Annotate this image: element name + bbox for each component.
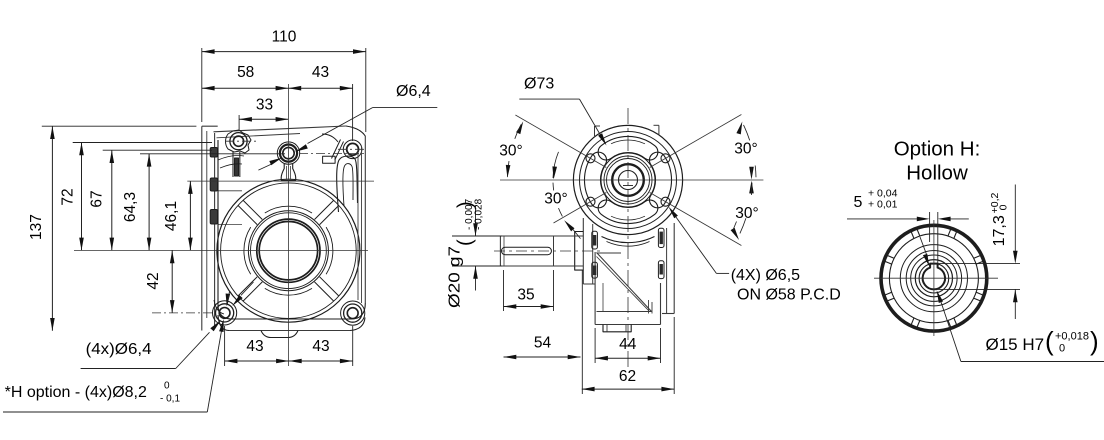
- svg-text:62: 62: [619, 368, 636, 385]
- svg-text:0: 0: [1059, 343, 1065, 355]
- svg-text:44: 44: [619, 336, 637, 353]
- svg-text:Ø15 H7: Ø15 H7: [986, 335, 1045, 354]
- svg-text:- 0,028: - 0,028: [474, 198, 485, 230]
- svg-text:(: (: [455, 239, 477, 246]
- svg-text:(: (: [1045, 326, 1054, 356]
- svg-text:Ø73: Ø73: [524, 75, 554, 92]
- svg-text:72: 72: [60, 188, 77, 205]
- svg-text:ON Ø58 P.C.D: ON Ø58 P.C.D: [737, 286, 841, 303]
- svg-text:43: 43: [246, 338, 263, 355]
- svg-text:5: 5: [854, 194, 863, 211]
- svg-text:46,1: 46,1: [163, 201, 180, 231]
- svg-text:110: 110: [272, 29, 297, 46]
- svg-text:64,3: 64,3: [122, 192, 139, 222]
- svg-text:Option H:: Option H:: [894, 138, 981, 161]
- svg-text:- 0,007: - 0,007: [464, 198, 475, 230]
- svg-text:+ 0,04: + 0,04: [868, 188, 898, 200]
- svg-text:30°: 30°: [544, 191, 567, 208]
- svg-text:43: 43: [312, 338, 329, 355]
- svg-text:137: 137: [28, 214, 45, 240]
- svg-text:35: 35: [517, 287, 534, 304]
- svg-text:+0,018: +0,018: [1055, 331, 1089, 343]
- svg-text:0: 0: [998, 204, 1010, 210]
- svg-text:58: 58: [237, 64, 254, 81]
- svg-text:): ): [1090, 326, 1099, 356]
- svg-text:54: 54: [534, 335, 552, 352]
- svg-text:30°: 30°: [499, 143, 522, 160]
- svg-text:- 0,1: - 0,1: [160, 394, 180, 405]
- svg-text:30°: 30°: [734, 141, 757, 158]
- svg-text:0: 0: [164, 381, 170, 392]
- svg-text:Hollow: Hollow: [906, 162, 968, 185]
- svg-text:33: 33: [256, 97, 273, 114]
- svg-text:17,3: 17,3: [991, 215, 1008, 246]
- svg-text:30°: 30°: [735, 205, 758, 222]
- svg-text:+ 0,01: + 0,01: [868, 199, 898, 211]
- svg-text:67: 67: [89, 190, 106, 207]
- svg-text:*H option - (4x)Ø8,2: *H option - (4x)Ø8,2: [5, 384, 147, 401]
- svg-text:(4x)Ø6,4: (4x)Ø6,4: [86, 341, 152, 358]
- svg-text:+0,2: +0,2: [989, 193, 1001, 214]
- svg-text:Ø6,4: Ø6,4: [396, 83, 431, 100]
- svg-text:Ø20 g7: Ø20 g7: [447, 246, 464, 308]
- svg-text:43: 43: [312, 64, 329, 81]
- svg-text:42: 42: [145, 272, 162, 289]
- svg-text:): ): [455, 201, 477, 208]
- svg-text:(4X) Ø6,5: (4X) Ø6,5: [731, 267, 800, 284]
